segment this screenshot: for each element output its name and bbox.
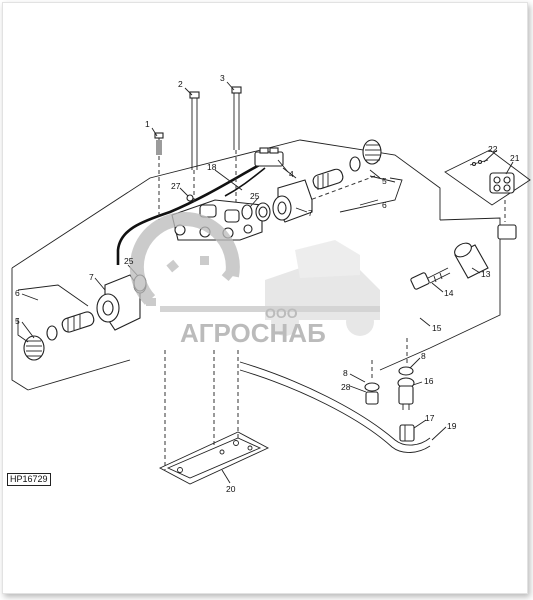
sensor-14 [410, 267, 451, 290]
wiring-harness-19 [239, 361, 431, 453]
callout-5-lower: 5 [15, 316, 20, 326]
bracket-6-upper [339, 177, 403, 213]
pressure-switch-16 [397, 366, 415, 410]
callout-27: 27 [171, 181, 181, 191]
callout-3: 3 [220, 73, 225, 83]
bolt-1 [154, 132, 164, 155]
watermark-line1: ООО [265, 305, 298, 321]
wiring-harness-18 [116, 160, 266, 265]
assembly-centerlines [158, 150, 506, 470]
connector-4 [254, 147, 297, 179]
callout-13: 13 [481, 269, 491, 279]
callout-19: 19 [447, 421, 457, 431]
callout-14: 14 [444, 288, 454, 298]
solenoid-lower [23, 311, 95, 361]
callout-1: 1 [145, 119, 150, 129]
callout-22: 22 [488, 144, 498, 154]
coil-7-upper [255, 179, 313, 223]
housing-outline [11, 139, 501, 391]
bolt-3 [231, 86, 242, 150]
figure-id-label: HP16729 [7, 473, 51, 486]
callout-7-upper: 7 [308, 208, 313, 218]
solenoid-upper [312, 139, 382, 190]
callout-7-lower: 7 [89, 272, 94, 282]
gasket-20 [158, 431, 270, 485]
callout-4: 4 [289, 169, 294, 179]
sleeve-13 [454, 242, 489, 279]
callout-5-upper: 5 [382, 176, 387, 186]
callout-16: 16 [424, 376, 434, 386]
leader-lines [21, 81, 514, 484]
callout-2: 2 [178, 79, 183, 89]
callout-25-lower: 25 [124, 256, 134, 266]
connector-detail-21-22 [444, 149, 531, 240]
callout-15: 15 [432, 323, 442, 333]
oring-25-upper [241, 204, 253, 220]
bolt-2 [189, 91, 200, 170]
callout-18: 18 [207, 162, 217, 172]
callout-8-left: 8 [343, 368, 348, 378]
clip-27 [186, 194, 194, 202]
plug-28 [364, 382, 380, 405]
coil-7-lower [96, 274, 147, 331]
callout-28: 28 [341, 382, 351, 392]
bracket-5-upper [369, 175, 396, 183]
callout-6-upper: 6 [382, 200, 387, 210]
callout-6-lower: 6 [15, 288, 20, 298]
valve-body [171, 199, 263, 241]
callout-20: 20 [226, 484, 236, 494]
callout-8-right: 8 [421, 351, 426, 361]
agrosnab-watermark: ООО АГРОСНАБ [129, 212, 380, 348]
bracket-6-lower [17, 284, 89, 307]
callout-25-upper: 25 [250, 191, 260, 201]
callout-17: 17 [425, 413, 435, 423]
watermark-line2: АГРОСНАБ [180, 318, 326, 348]
callout-21: 21 [510, 153, 520, 163]
connector-17 [399, 424, 415, 442]
callout-labels: 1 2 3 4 5 5 6 6 7 7 8 8 13 14 15 16 17 1… [15, 73, 520, 494]
bracket-5-lower [17, 318, 29, 343]
